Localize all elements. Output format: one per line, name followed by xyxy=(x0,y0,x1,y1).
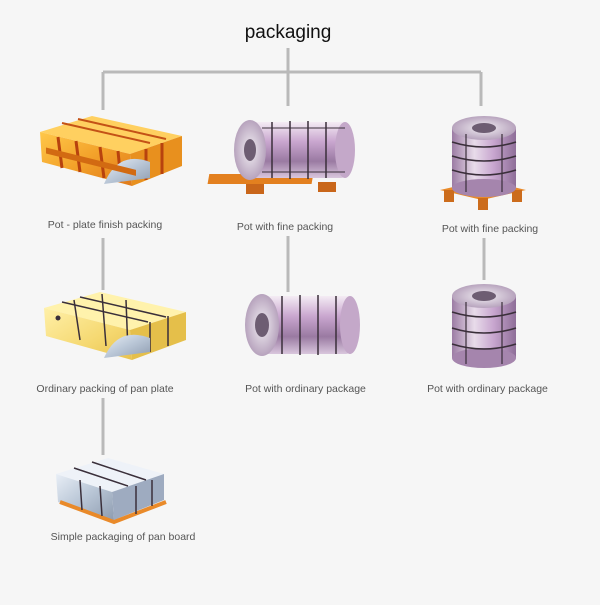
vertical-coil-on-pallet-icon xyxy=(440,116,526,210)
caption-node-1: Pot - plate finish packing xyxy=(47,219,163,231)
page-title: packaging xyxy=(244,22,332,43)
caption-node-3: Pot with fine packing xyxy=(441,223,539,235)
connector-lines xyxy=(101,48,486,455)
caption-node-5: Pot with ordinary package xyxy=(245,383,366,395)
caption-node-4: Ordinary packing of pan plate xyxy=(36,383,174,395)
caption-node-2: Pot with fine packing xyxy=(236,221,334,233)
vertical-coil-banded-icon xyxy=(451,284,517,368)
caption-node-6: Pot with ordinary package xyxy=(427,383,548,395)
horizontal-coil-banded-icon xyxy=(245,294,360,356)
horizontal-coil-on-skid-icon xyxy=(207,120,355,194)
orange-crated-sheet-icon xyxy=(40,116,182,186)
simple-sheet-bundle-icon xyxy=(56,458,167,525)
caption-node-7: Simple packaging of pan board xyxy=(50,531,196,543)
yellow-crated-sheet-icon xyxy=(44,292,186,360)
